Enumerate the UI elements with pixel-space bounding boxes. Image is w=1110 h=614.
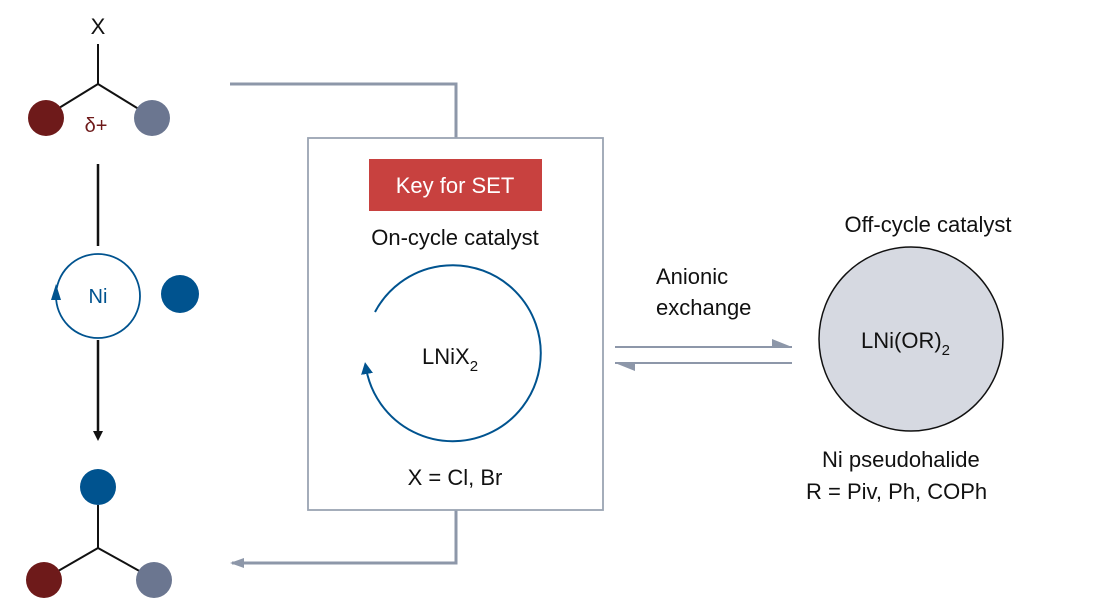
key-badge-label: Key for SET	[396, 173, 515, 198]
left-flow: Ni	[51, 164, 199, 441]
leaving-group-label: X	[91, 14, 106, 39]
key-box: Key for SET On-cycle catalyst LNiX2 X = …	[307, 137, 604, 511]
on-cycle-title: On-cycle catalyst	[371, 225, 539, 250]
on-cycle-arc	[361, 264, 542, 443]
off-cycle-circle	[818, 246, 1004, 432]
off-cycle-title: Off-cycle catalyst	[844, 212, 1011, 237]
dark-red-atom	[28, 100, 64, 136]
partial-charge-label: δ+	[85, 115, 108, 137]
key-box-frame	[307, 137, 604, 511]
substrate-top: X δ+	[28, 14, 170, 137]
connector-bottom	[230, 510, 458, 568]
forward-half-arrow	[772, 339, 792, 347]
off-cycle-caption1: Ni pseudohalide	[822, 447, 980, 472]
on-cycle-complex-sub: 2	[470, 358, 478, 375]
ni-cycle-arrowhead	[51, 284, 61, 300]
product-bottom	[26, 469, 172, 598]
halide-note: X = Cl, Br	[408, 465, 503, 490]
on-cycle-complex-main: LNiX	[422, 344, 470, 369]
slate-atom-product	[136, 562, 172, 598]
dark-red-atom-product	[26, 562, 62, 598]
key-badge	[369, 159, 542, 211]
connector-top	[230, 82, 458, 138]
exchange-line2: exchange	[656, 295, 751, 320]
off-cycle-complex-sub: 2	[942, 342, 950, 359]
off-cycle-complex: LNi(OR)2	[861, 328, 950, 359]
off-cycle-complex-main: LNi(OR)	[861, 328, 942, 353]
slate-atom	[134, 100, 170, 136]
exchange-equilibrium: Anionic exchange	[615, 264, 792, 371]
exchange-line1: Anionic	[656, 264, 728, 289]
ni-label: Ni	[89, 286, 108, 308]
off-cycle-caption2: R = Piv, Ph, COPh	[806, 479, 987, 504]
on-cycle-complex: LNiX2	[422, 344, 478, 375]
reverse-half-arrow	[615, 363, 635, 371]
blue-atom-product	[80, 469, 116, 505]
blue-atom-side	[161, 275, 199, 313]
off-cycle-catalyst: Off-cycle catalyst LNi(OR)2 Ni pseudohal…	[806, 212, 1012, 504]
